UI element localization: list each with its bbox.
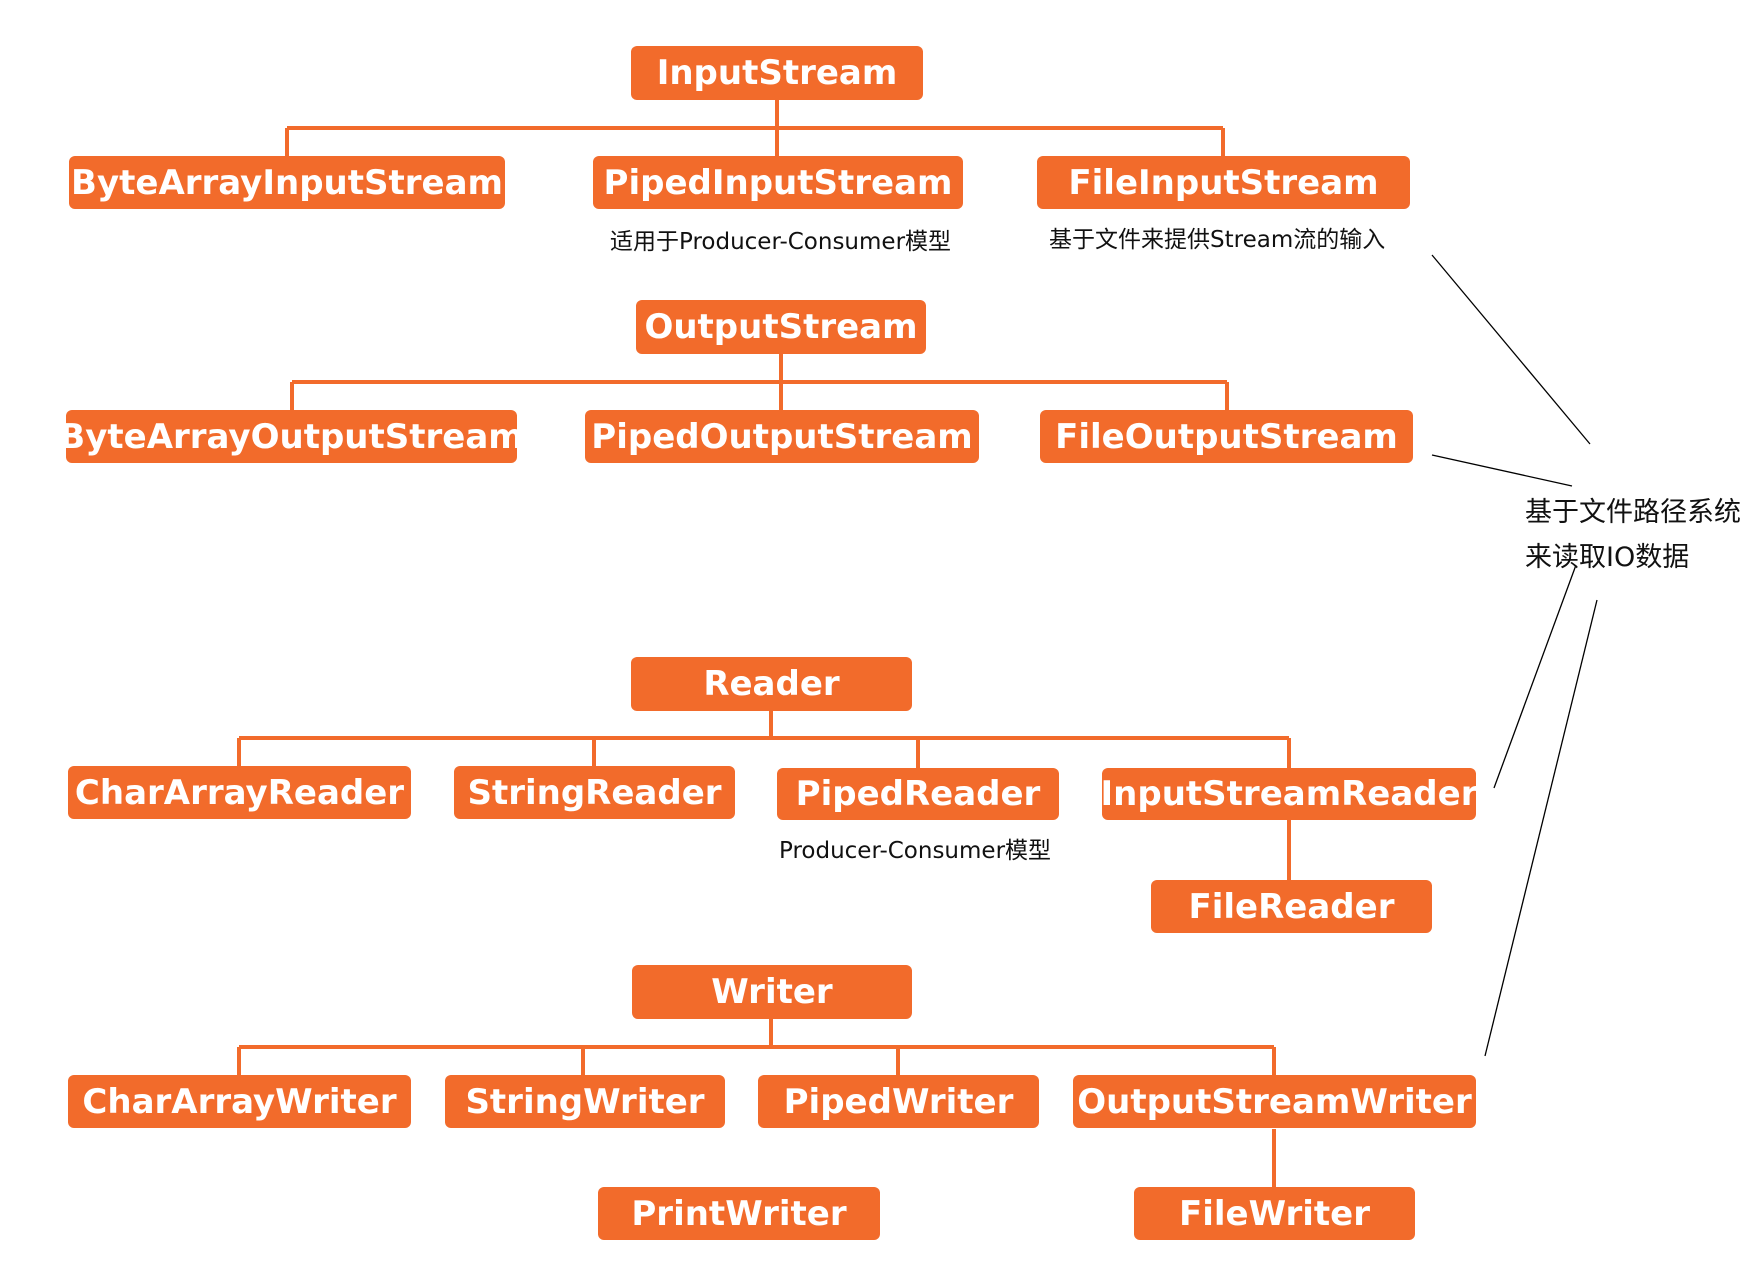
byte-array-output-stream-node: ByteArrayOutputStream [59, 410, 524, 463]
pointer-line [1431, 254, 1591, 445]
file-path-note-line-1: 基于文件路径系统 [1525, 497, 1741, 528]
input-stream-reader-node: InputStreamReader [1101, 768, 1477, 820]
pointer-line [1484, 599, 1598, 1057]
piped-input-stream-note: 适用于Producer-Consumer模型 [610, 229, 952, 255]
file-reader-node: FileReader [1151, 880, 1432, 933]
piped-output-stream-node: PipedOutputStream [585, 410, 979, 463]
output-stream-node: OutputStream [636, 300, 926, 354]
file-input-stream-note: 基于文件来提供Stream流的输入 [1049, 227, 1386, 253]
output-stream-writer-node: OutputStreamWriter [1073, 1075, 1476, 1128]
print-writer-node: PrintWriter [598, 1187, 880, 1240]
piped-reader-node: PipedReader [777, 768, 1059, 820]
file-writer-node: FileWriter [1134, 1187, 1415, 1240]
file-path-system-note: 基于文件路径系统 来读取IO数据 [1525, 490, 1741, 580]
piped-reader-note: Producer-Consumer模型 [779, 838, 1052, 864]
string-writer-node: StringWriter [445, 1075, 725, 1128]
char-array-reader-node: CharArrayReader [68, 766, 411, 819]
writer-node: Writer [632, 965, 912, 1019]
pointer-line [1493, 564, 1577, 789]
pointer-line [1431, 454, 1573, 487]
reader-node: Reader [631, 657, 912, 711]
byte-array-input-stream-node: ByteArrayInputStream [69, 156, 505, 209]
input-stream-node: InputStream [631, 46, 923, 100]
string-reader-node: StringReader [454, 766, 735, 819]
char-array-writer-node: CharArrayWriter [68, 1075, 411, 1128]
file-path-note-line-2: 来读取IO数据 [1525, 542, 1690, 573]
piped-input-stream-node: PipedInputStream [593, 156, 963, 209]
file-output-stream-node: FileOutputStream [1040, 410, 1413, 463]
file-input-stream-node: FileInputStream [1037, 156, 1410, 209]
piped-writer-node: PipedWriter [758, 1075, 1039, 1128]
